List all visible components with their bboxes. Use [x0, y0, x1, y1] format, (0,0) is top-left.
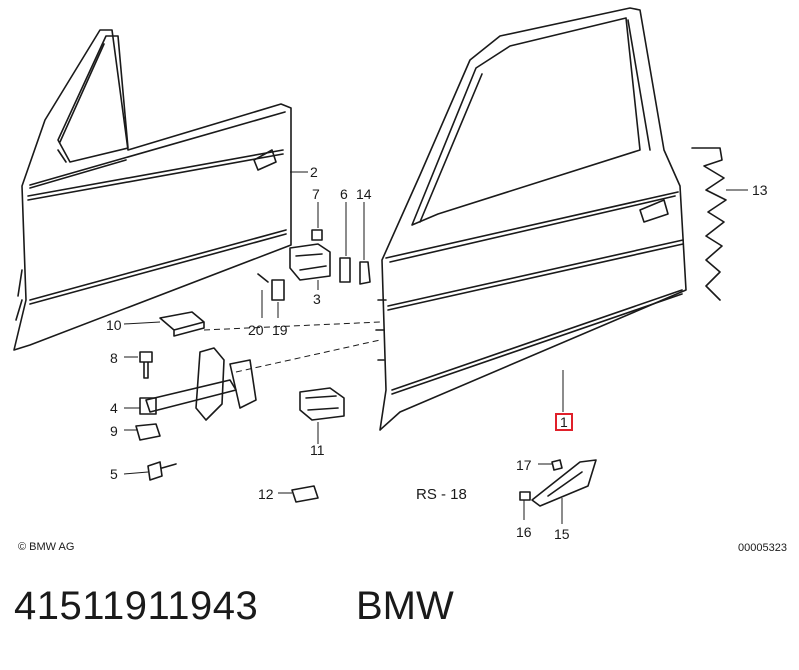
part-label-14[interactable]: 14: [356, 186, 372, 202]
right-door-shell: [375, 7, 687, 431]
plate-19: [271, 279, 285, 301]
part-label-13[interactable]: 13: [752, 182, 768, 198]
part-label-11[interactable]: 11: [310, 442, 325, 458]
part-label-16[interactable]: 16: [516, 524, 532, 540]
brand-name: BMW: [356, 584, 454, 628]
bracket-6: [339, 257, 351, 283]
part-label-12[interactable]: 12: [258, 486, 274, 502]
part-label-15[interactable]: 15: [554, 526, 570, 542]
part-label-10[interactable]: 10: [106, 317, 122, 333]
part-label-17[interactable]: 17: [516, 457, 532, 473]
clip-9: [135, 423, 161, 441]
part-label-2[interactable]: 2: [310, 164, 318, 180]
part-label-4[interactable]: 4: [110, 400, 118, 416]
part-label-20[interactable]: 20: [248, 322, 264, 338]
document-number: 00005323: [738, 542, 787, 554]
clip-16: [519, 491, 531, 501]
leader-lines: [123, 171, 748, 524]
copyright-text: © BMW AG: [18, 541, 75, 553]
left-door-shell: [13, 29, 292, 351]
bolt-8: [139, 351, 153, 379]
door-check-strap: [139, 347, 257, 421]
part-label-8[interactable]: 8: [110, 350, 118, 366]
part-label-3[interactable]: 3: [313, 291, 321, 307]
parts-diagram: [13, 7, 748, 524]
part-label-6[interactable]: 6: [340, 186, 348, 202]
trim-15: [531, 459, 597, 507]
upper-hinge: [289, 243, 331, 281]
part-number: 41511911943: [14, 584, 259, 628]
part-label-9[interactable]: 9: [110, 423, 118, 439]
grommet-12: [291, 485, 319, 503]
pad-10: [159, 311, 205, 337]
part-label-5[interactable]: 5: [110, 466, 118, 482]
part-label-1[interactable]: 1: [555, 413, 573, 431]
lower-hinge: [299, 387, 345, 421]
part-label-7[interactable]: 7: [312, 186, 320, 202]
screw-5: [147, 461, 177, 481]
seal-strip: [691, 147, 727, 301]
part-label-19[interactable]: 19: [272, 322, 288, 338]
pin-20: [257, 273, 269, 283]
bracket-14: [359, 261, 371, 285]
group-label: RS - 18: [416, 486, 467, 503]
clip-17: [551, 459, 563, 471]
bolt-7: [311, 229, 323, 241]
